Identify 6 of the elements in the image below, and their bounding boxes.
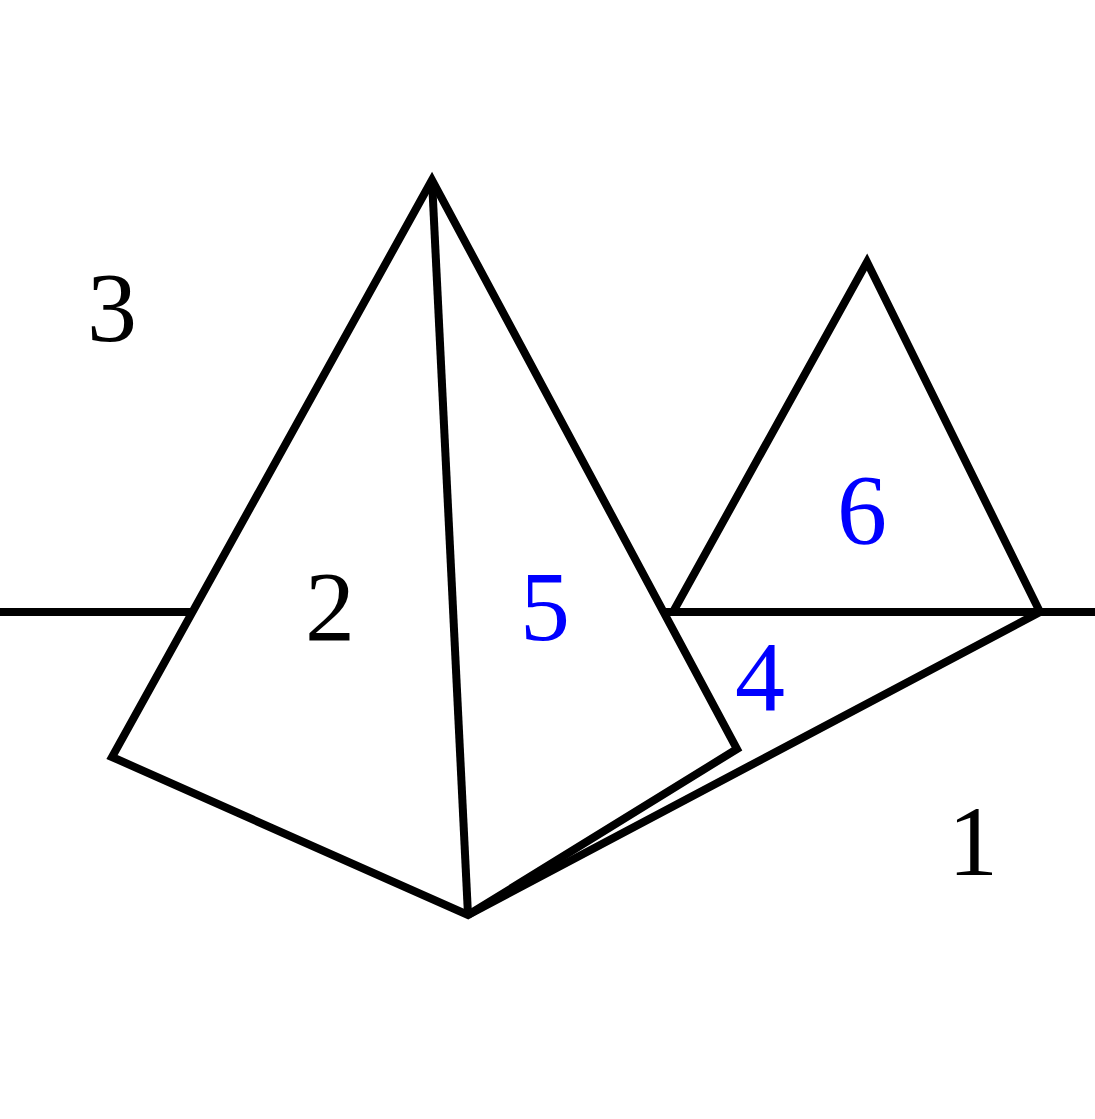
region-number: 6 — [837, 460, 887, 560]
region-number: 1 — [948, 792, 998, 892]
region-number: 2 — [305, 557, 355, 657]
region-number: 4 — [735, 627, 785, 727]
region-number: 3 — [87, 258, 137, 358]
region-number: 5 — [520, 557, 570, 657]
